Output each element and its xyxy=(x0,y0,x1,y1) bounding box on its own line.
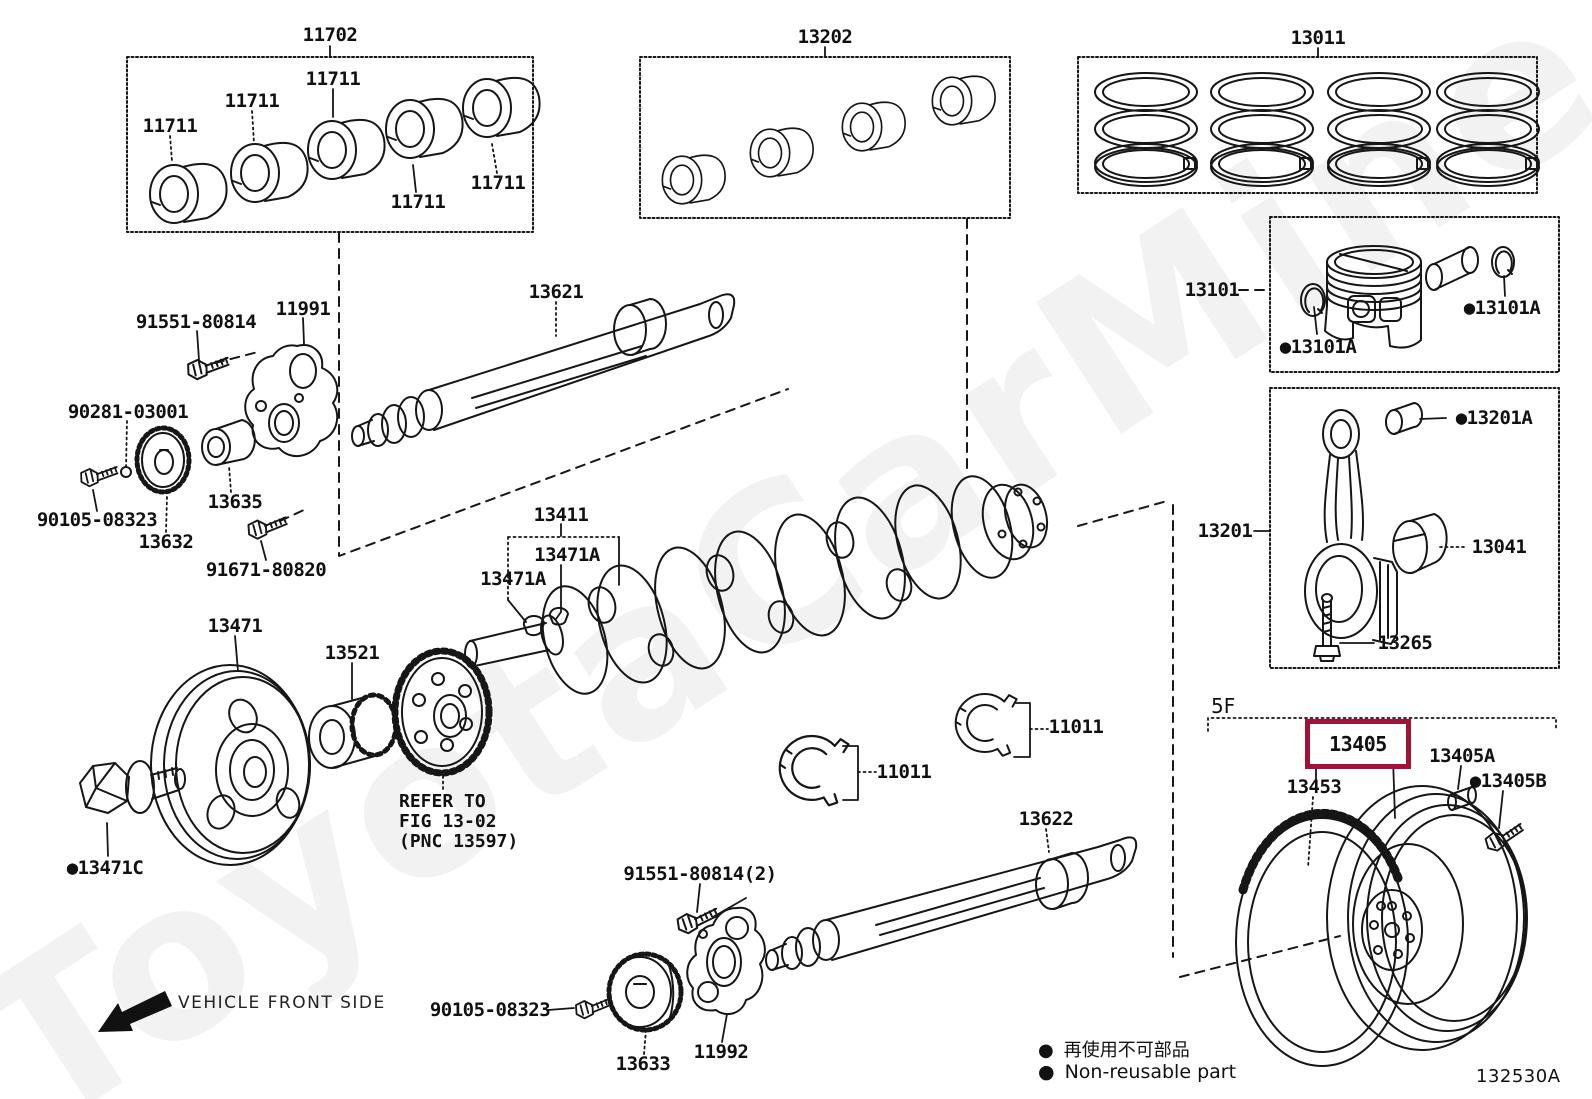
part-label-11711-3[interactable]: 11711 xyxy=(305,68,361,90)
part-label-11711-4[interactable]: 11711 xyxy=(390,191,446,213)
thrust-washer-right-drawing xyxy=(950,687,1020,758)
bolt-91551-drawing xyxy=(185,354,231,382)
snap-ring-right-drawing xyxy=(1491,246,1515,278)
part-label-13405a[interactable]: 13405A xyxy=(1429,745,1495,767)
part-label-13471c[interactable]: ●13471C xyxy=(66,857,144,879)
shaft-ball-drawing xyxy=(120,466,132,478)
part-label-13521[interactable]: 13521 xyxy=(324,642,380,664)
part-label-13201a[interactable]: ●13201A xyxy=(1455,407,1533,429)
thrust-washer-left-drawing xyxy=(772,726,852,809)
refer-note-line1: REFER TO xyxy=(399,791,486,812)
legend-non-reusable-en: ● Non-reusable part xyxy=(1038,1061,1236,1083)
selected-part-highlight[interactable]: 13405 xyxy=(1305,719,1411,769)
pulley-bolt-drawing xyxy=(79,760,186,814)
bracket-11992-drawing xyxy=(686,906,766,1016)
part-label-11991[interactable]: 11991 xyxy=(275,298,331,320)
refer-note-line2: FIG 13-02 xyxy=(399,811,497,832)
crankshaft-drawing xyxy=(464,475,1049,695)
rod-bearing-box xyxy=(639,56,1011,219)
bullet-icon: ● xyxy=(1038,1061,1055,1083)
part-label-13101[interactable]: 13101 xyxy=(1184,279,1240,301)
balance-gear-drawing xyxy=(134,425,192,495)
woodruff-keys-drawing xyxy=(522,606,569,637)
leader-lines xyxy=(92,45,1506,1043)
part-label-11011-2[interactable]: 11011 xyxy=(1048,716,1104,738)
part-label-13405[interactable]: 13405 xyxy=(1329,732,1387,756)
part-label-13471a-1[interactable]: 13471A xyxy=(534,544,600,566)
part-label-13202[interactable]: 13202 xyxy=(797,26,853,48)
part-label-13101a-1[interactable]: ●13101A xyxy=(1279,336,1357,358)
refer-note-line3: (PNC 13597) xyxy=(399,831,519,852)
snap-ring-left-drawing xyxy=(1300,283,1326,317)
bolt-90105-bottom-drawing xyxy=(573,995,615,1021)
flywheel-pin-drawing xyxy=(1447,786,1477,811)
crank-timing-hub-drawing xyxy=(308,692,399,769)
dotted-leader-lines xyxy=(125,110,1557,1055)
part-label-13621[interactable]: 13621 xyxy=(528,281,584,303)
part-label-13265[interactable]: 13265 xyxy=(1377,632,1433,654)
rod-bolt-drawing xyxy=(1313,593,1341,662)
bullet-icon: ● xyxy=(1038,1040,1054,1061)
part-label-13633[interactable]: 13633 xyxy=(615,1053,671,1075)
connecting-rod-drawing xyxy=(1304,402,1448,662)
piston-box xyxy=(1269,216,1560,373)
bolt-90105-top-drawing xyxy=(78,464,120,489)
part-label-13635[interactable]: 13635 xyxy=(207,491,263,513)
balance-shaft-2-drawing xyxy=(765,836,1138,971)
transmission-section-label: 5F xyxy=(1211,694,1236,718)
legend-non-reusable-jp: ● 再使用不可部品 xyxy=(1038,1036,1190,1062)
piston-pin-drawing xyxy=(1425,246,1479,291)
gear-13633-drawing xyxy=(606,951,684,1033)
piston-rings-drawing xyxy=(1094,72,1540,187)
part-label-90105-08323-top[interactable]: 90105-08323 xyxy=(36,509,158,531)
part-label-13622[interactable]: 13622 xyxy=(1018,808,1074,830)
refer-note: REFER TO FIG 13-02 (PNC 13597) xyxy=(399,792,518,852)
part-label-11992[interactable]: 11992 xyxy=(693,1041,749,1063)
part-label-13201[interactable]: 13201 xyxy=(1197,520,1253,542)
balance-shaft-1-drawing xyxy=(351,293,736,447)
part-label-11711-1[interactable]: 11711 xyxy=(142,115,198,137)
part-label-13471a-2[interactable]: 13471A xyxy=(480,568,546,590)
part-label-13011[interactable]: 13011 xyxy=(1290,27,1346,49)
part-label-13405b[interactable]: ●13405B xyxy=(1469,770,1547,792)
part-label-11702[interactable]: 11702 xyxy=(302,24,358,46)
piston-drawing xyxy=(1300,245,1515,349)
part-label-90105-08323-bottom[interactable]: 90105-08323 xyxy=(429,999,551,1021)
bracket-11991-drawing xyxy=(244,344,339,457)
flywheel-drawing xyxy=(1326,785,1528,1051)
part-label-91671-80820[interactable]: 91671-80820 xyxy=(205,559,327,581)
vehicle-front-side-label: VEHICLE FRONT SIDE xyxy=(178,993,386,1013)
vehicle-front-arrow xyxy=(98,991,172,1032)
part-label-91551-80814-2[interactable]: 91551-80814(2) xyxy=(623,863,777,885)
reference-dashed-lines xyxy=(214,218,1341,978)
crank-pulley-drawing xyxy=(150,664,311,866)
legend-jp-text: 再使用不可部品 xyxy=(1063,1040,1190,1061)
part-label-13101a-2[interactable]: ●13101A xyxy=(1463,297,1541,319)
part-label-11711-5[interactable]: 11711 xyxy=(470,172,526,194)
figure-code: 132530A xyxy=(1476,1066,1561,1087)
part-label-13632[interactable]: 13632 xyxy=(138,531,194,553)
rod-bearing-shell-drawing xyxy=(1392,513,1448,574)
part-label-13453[interactable]: 13453 xyxy=(1286,776,1342,798)
part-label-13471[interactable]: 13471 xyxy=(207,615,263,637)
legend-en-text: Non-reusable part xyxy=(1064,1061,1237,1083)
main-bearings-drawing xyxy=(149,76,541,224)
part-label-13041[interactable]: 13041 xyxy=(1471,536,1527,558)
part-label-11711-2[interactable]: 11711 xyxy=(224,90,280,112)
hub-13635-drawing xyxy=(201,419,256,466)
part-label-13411[interactable]: 13411 xyxy=(533,504,589,526)
part-label-11011-1[interactable]: 11011 xyxy=(876,761,932,783)
part-label-91551-80814[interactable]: 91551-80814 xyxy=(135,311,257,333)
rod-bushing-drawing xyxy=(1385,402,1423,435)
connecting-rod-box xyxy=(1269,387,1560,669)
rod-bearings-drawing xyxy=(661,75,996,205)
timing-sprocket-drawing xyxy=(391,647,493,777)
part-label-90281-03001[interactable]: 90281-03001 xyxy=(67,401,189,423)
bolt-91551-2-drawing xyxy=(674,905,722,937)
